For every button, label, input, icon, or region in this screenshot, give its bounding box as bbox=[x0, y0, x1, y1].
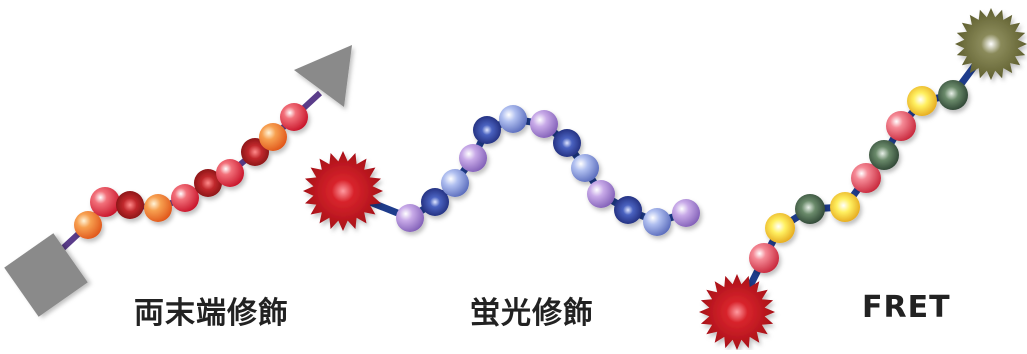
panel-label-fluorescent-modification: 蛍光修飾 bbox=[470, 296, 594, 331]
bead bbox=[886, 111, 916, 141]
bead bbox=[907, 86, 937, 116]
panel-fret bbox=[699, 8, 1027, 350]
bead bbox=[530, 110, 558, 138]
bead bbox=[765, 213, 795, 243]
bead bbox=[614, 196, 642, 224]
bead bbox=[396, 204, 424, 232]
bead bbox=[259, 123, 287, 151]
bead bbox=[421, 188, 449, 216]
bead bbox=[144, 194, 172, 222]
bead bbox=[553, 129, 581, 157]
bead bbox=[938, 80, 968, 110]
bead bbox=[171, 184, 199, 212]
bead bbox=[869, 140, 899, 170]
acceptor-quencher-star-icon bbox=[955, 8, 1027, 80]
donor-fluorophore-star-icon bbox=[699, 274, 775, 350]
bead bbox=[473, 116, 501, 144]
bead bbox=[571, 154, 599, 182]
panel-fluorescent-modification bbox=[303, 105, 700, 236]
fluorophore-star-icon bbox=[303, 151, 383, 231]
panel-both-end-modification bbox=[4, 45, 352, 317]
bead bbox=[194, 169, 222, 197]
bead bbox=[851, 163, 881, 193]
bead bbox=[749, 243, 779, 273]
panel-label-fret: FRET bbox=[862, 290, 951, 325]
bead bbox=[216, 159, 244, 187]
bead bbox=[499, 105, 527, 133]
bead bbox=[280, 103, 308, 131]
bead bbox=[795, 194, 825, 224]
bead bbox=[441, 169, 469, 197]
panel-label-both-end-modification: 両末端修飾 bbox=[134, 296, 289, 331]
bead bbox=[90, 187, 120, 217]
bead bbox=[74, 211, 102, 239]
square-end-marker bbox=[4, 233, 88, 317]
bead bbox=[643, 208, 671, 236]
triangle-end-marker bbox=[294, 45, 352, 107]
bead bbox=[116, 191, 144, 219]
bead bbox=[830, 192, 860, 222]
bead bbox=[672, 199, 700, 227]
bead bbox=[587, 180, 615, 208]
bead bbox=[459, 144, 487, 172]
